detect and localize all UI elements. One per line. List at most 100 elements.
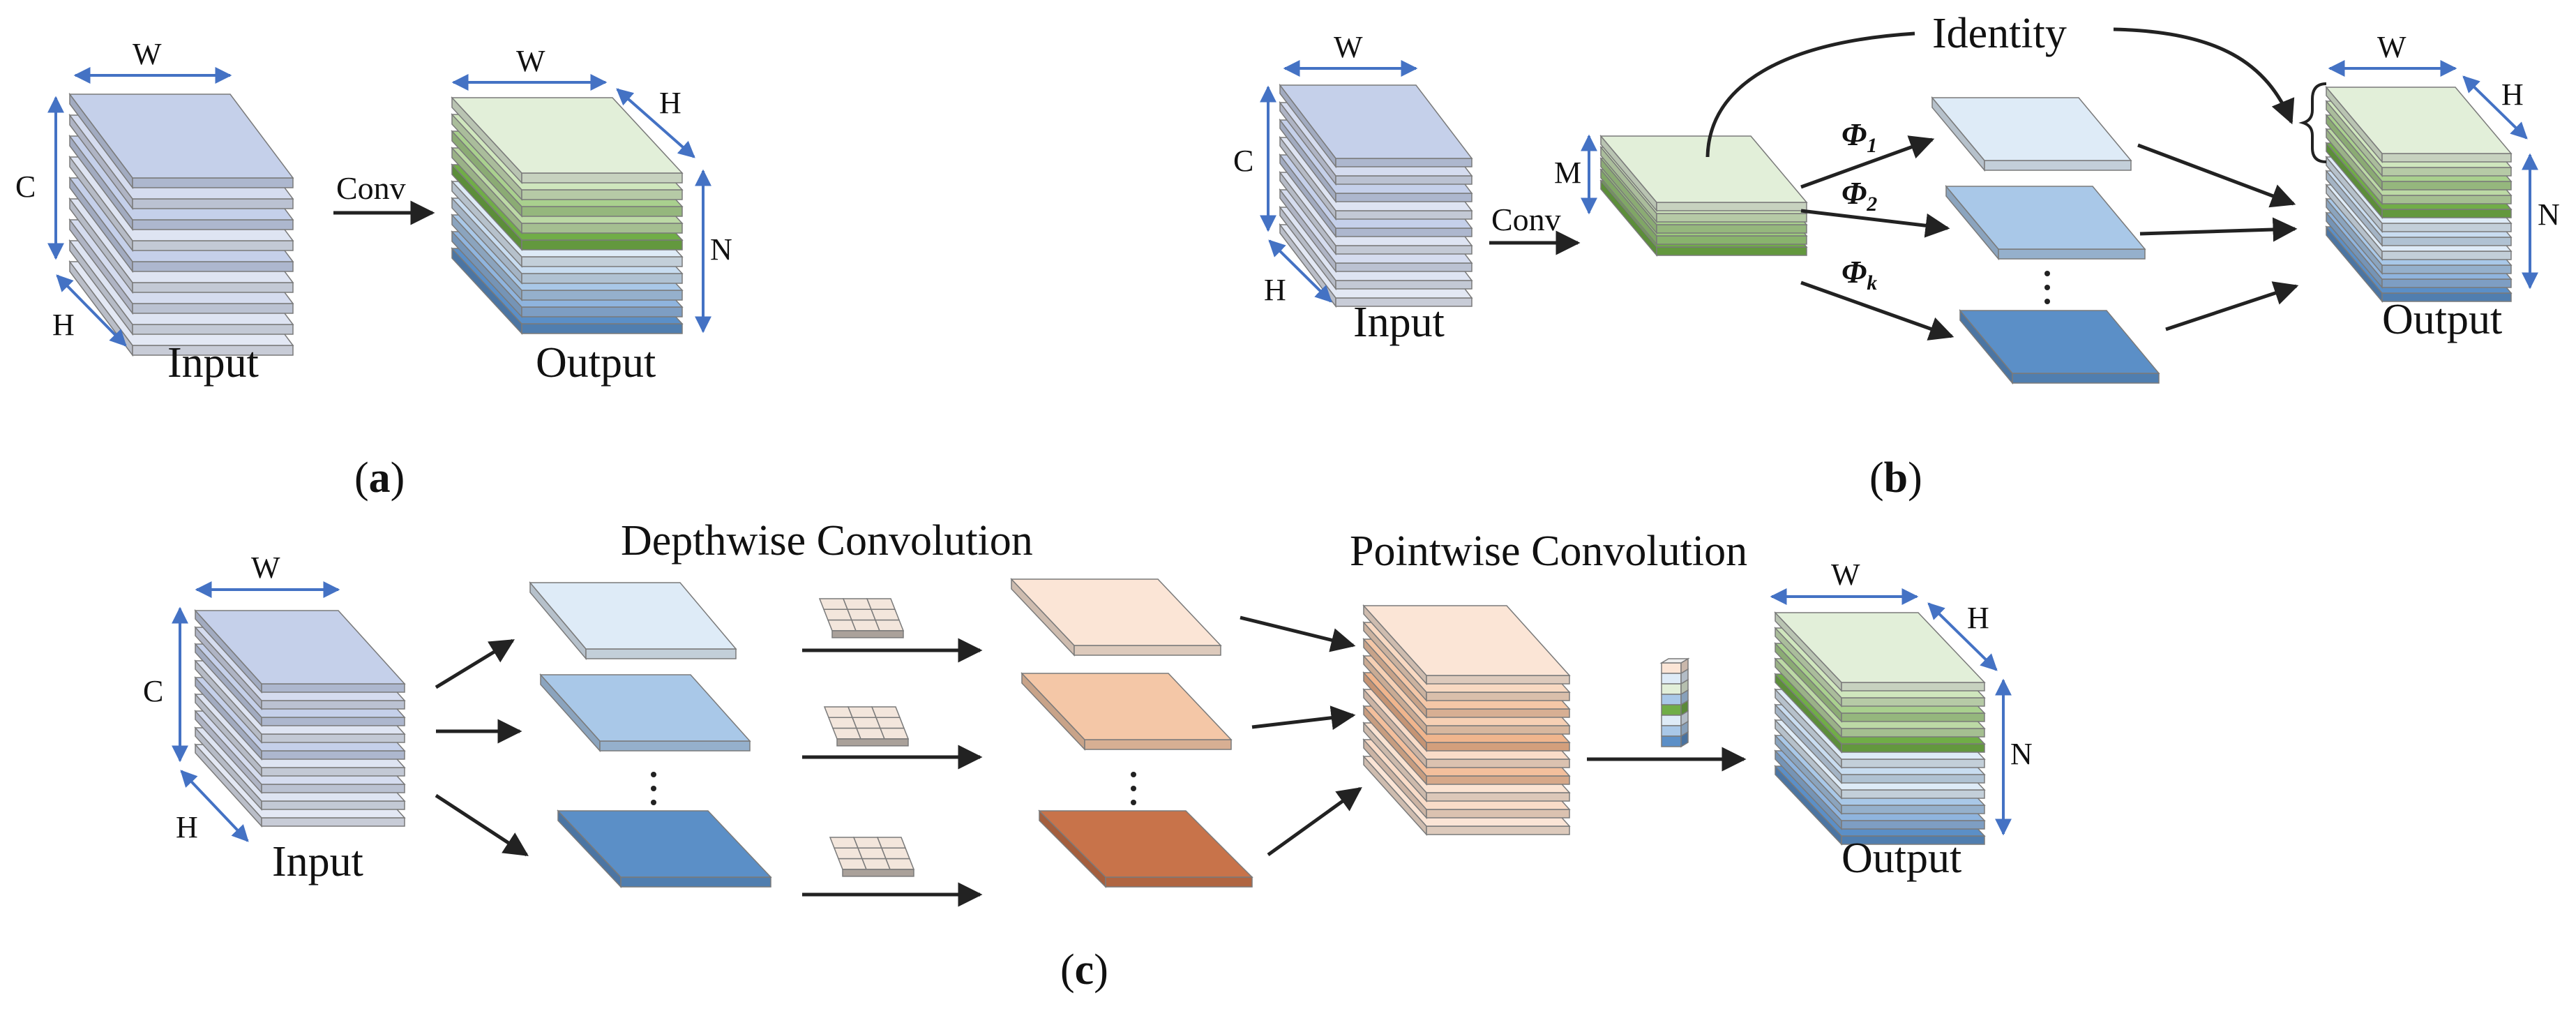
width-label: W	[133, 37, 162, 71]
kernel-cell	[1661, 662, 1682, 674]
split-arrow-k	[435, 793, 529, 857]
layer-9-front	[1426, 809, 1570, 819]
layer-1-front	[261, 683, 405, 693]
stack-arrow-k	[1267, 786, 1362, 857]
kernel-cell	[1661, 715, 1682, 726]
layer-1-front	[1998, 248, 2146, 260]
kernel-cell	[1661, 673, 1682, 685]
layer-7-front	[1841, 774, 1985, 784]
kernel-top	[1659, 658, 1690, 664]
layer-1-front	[620, 876, 771, 888]
layer-1-top	[68, 94, 294, 179]
kernel-cell	[879, 727, 910, 740]
layer-1-front	[1841, 682, 1985, 692]
vertical-ellipsis	[651, 772, 656, 805]
vertical-ellipsis	[1131, 772, 1136, 805]
depthwise-title: Depthwise Convolution	[621, 517, 1033, 565]
stack-arrow-2	[1251, 705, 1356, 731]
kernel-cell	[829, 837, 859, 849]
phi-k-label: Φk	[1841, 254, 1877, 294]
merge-arrow-1	[2137, 143, 2296, 208]
layer-8-front	[1426, 792, 1570, 802]
layer-2-front	[1841, 697, 1985, 707]
kernel-cell	[1661, 694, 1682, 705]
kernel-cell	[855, 727, 886, 740]
layer-1-top	[1020, 673, 1233, 740]
kernel-cell	[837, 858, 868, 870]
layer-1-front	[1084, 739, 1232, 750]
layer-7-front	[261, 784, 405, 793]
input-label: Input	[167, 339, 259, 387]
kernel-cell	[874, 619, 905, 631]
layer-1-top	[539, 674, 751, 742]
kernel-cell	[1661, 735, 1682, 747]
kernel-cell	[866, 598, 896, 611]
layer-10-front	[521, 323, 683, 334]
output-channel-label: N	[710, 232, 732, 267]
layer-10-front	[2381, 278, 2512, 288]
layer-6-front	[132, 282, 294, 293]
merge-arrow-2	[2139, 217, 2298, 242]
layer-6-front	[521, 256, 683, 267]
output-label: Output	[1841, 835, 1961, 882]
phi-1-arrow	[1800, 135, 1935, 189]
stack-arrow-1	[1240, 615, 1356, 652]
kernel-cell	[870, 608, 901, 621]
conv-label: Conv	[336, 170, 406, 206]
layer-3-front	[1841, 712, 1985, 722]
layer-7-front	[1335, 262, 1472, 272]
layer-8-front	[1335, 280, 1472, 290]
height-dimension-arrow	[56, 274, 127, 347]
output-channel-label: N	[2538, 197, 2560, 232]
panel-c-caption: (c)	[1060, 946, 1108, 994]
kernel-cell	[851, 717, 882, 729]
pointwise-title: Pointwise Convolution	[1350, 528, 1747, 575]
input-tensor-stack	[68, 92, 294, 357]
kernel-cell	[847, 706, 878, 719]
panel-b-caption: (b)	[1869, 454, 1922, 502]
layer-5-front	[1426, 742, 1570, 752]
output-tensor-stack	[451, 96, 684, 335]
height-dimension-arrow	[180, 770, 249, 842]
kernel-thickness	[831, 630, 904, 638]
kernel-cell	[846, 608, 877, 621]
output-height-label: H	[659, 86, 681, 120]
channel-label: C	[15, 170, 36, 204]
kernel-cell	[827, 619, 857, 631]
layer-6-front	[261, 767, 405, 777]
kernel-cell	[884, 858, 915, 870]
layer-9-front	[2381, 264, 2512, 274]
layer-3-front	[261, 717, 405, 726]
output-height-dimension-arrow	[2462, 75, 2528, 140]
height-label: H	[1264, 273, 1286, 307]
phi-2-label: Φ2	[1841, 175, 1877, 216]
identity-label: Identity	[1932, 10, 2067, 57]
input-channel-k	[557, 809, 772, 888]
kernel-cell	[871, 706, 901, 719]
layer-2-front	[1335, 175, 1472, 185]
layer-1-front	[599, 740, 751, 752]
layer-3-front	[1656, 224, 1807, 234]
layer-6-front	[1426, 758, 1570, 768]
ghost-feature-map-1	[1931, 96, 2132, 172]
layer-10-front	[1426, 825, 1570, 835]
layer-5-front	[1656, 246, 1807, 256]
width-label: W	[1334, 30, 1363, 64]
layer-1-top	[1931, 97, 2132, 161]
pointwise-kernel	[1659, 657, 1690, 748]
height-label: H	[52, 308, 75, 342]
panel-b: W C H Input Conv M Identity Φ1 Φ2 Φk W	[1233, 10, 2560, 502]
layer-1-front	[1426, 675, 1570, 685]
depthwise-output-2	[1020, 672, 1233, 751]
output-height-dimension-arrow	[1927, 602, 1998, 671]
layer-4-front	[1426, 725, 1570, 735]
kernel-cell	[876, 837, 907, 849]
layer-7-front	[132, 303, 294, 314]
channel-label: C	[1233, 144, 1253, 178]
layer-6-front	[1841, 758, 1985, 768]
layer-4-front	[132, 240, 294, 251]
layer-6-front	[1335, 245, 1472, 255]
layer-1-front	[1335, 158, 1472, 167]
depthwise-kernel-2	[823, 706, 910, 747]
output-height-label: H	[2501, 77, 2524, 112]
